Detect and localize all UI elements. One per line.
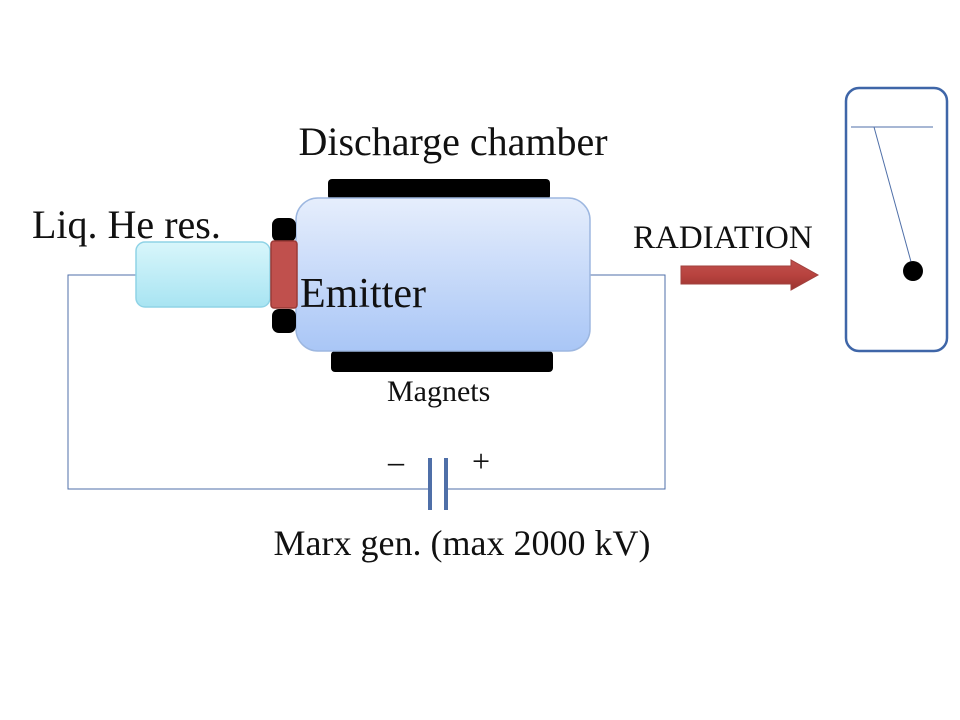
magnet-bottom [331, 351, 553, 372]
pendulum-bob [903, 261, 923, 281]
minus-sign: – [387, 443, 405, 479]
reservoir-label: Liq. He res. [32, 202, 221, 247]
generator-label: Marx gen. (max 2000 kV) [274, 523, 651, 563]
pendulum-string [873, 126, 914, 270]
plus-sign: + [472, 443, 490, 479]
discharge-chamber-label: Discharge chamber [298, 119, 607, 164]
emitter-holder-top [272, 218, 296, 242]
magnet-top [328, 179, 550, 200]
liquid-helium-reservoir [135, 241, 271, 308]
radiation-label: RADIATION [633, 220, 813, 256]
circuit-wire [67, 274, 666, 490]
emitter [270, 240, 298, 309]
radiation-arrow [680, 259, 820, 291]
magnets-label: Magnets [387, 375, 490, 408]
detector-frame [844, 86, 949, 353]
emitter-holder-bottom [272, 309, 296, 333]
emitter-label: Emitter [300, 271, 426, 317]
